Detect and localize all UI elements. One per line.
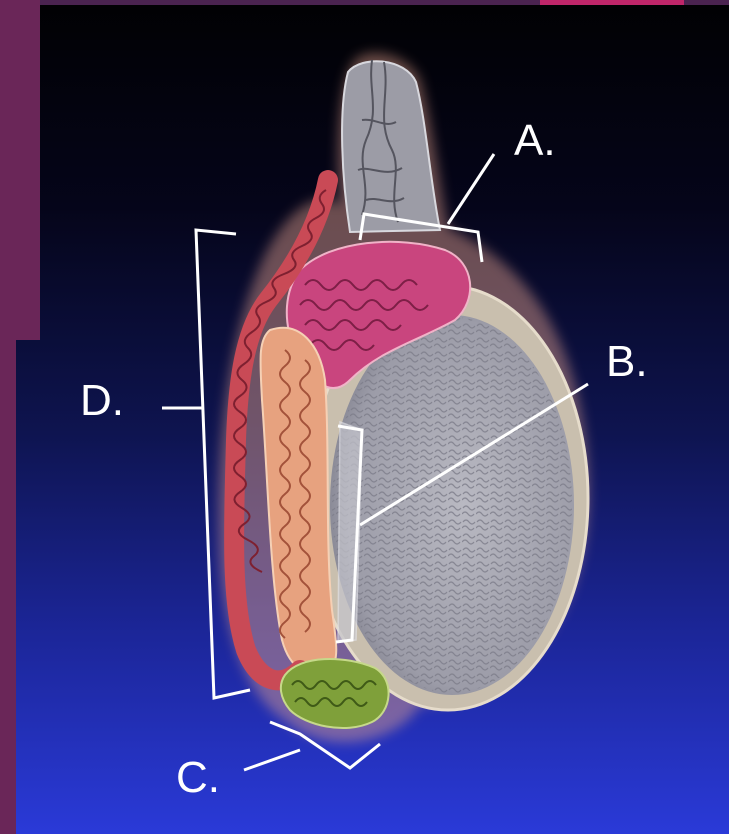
label-a: A.	[514, 116, 556, 165]
callout-a-leader	[448, 154, 494, 224]
seminiferous-tubules	[332, 317, 572, 693]
label-b: B.	[606, 337, 648, 386]
label-d: D.	[80, 376, 124, 425]
callout-c-leader	[244, 750, 300, 770]
label-c: C.	[176, 753, 220, 802]
